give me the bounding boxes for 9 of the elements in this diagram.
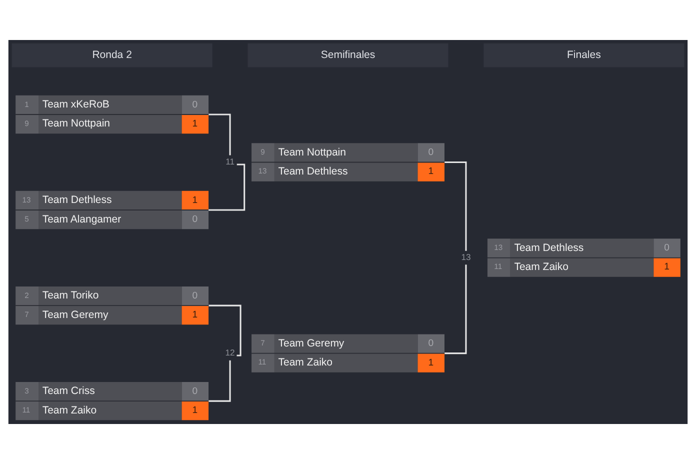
node-text: 12 bbox=[225, 347, 235, 358]
connector bbox=[208, 114, 231, 156]
connector bbox=[208, 164, 246, 211]
node-text: 11 bbox=[226, 156, 234, 166]
connector bbox=[208, 360, 231, 402]
connector bbox=[444, 162, 467, 251]
connector bbox=[444, 264, 467, 354]
node-text: 13 bbox=[461, 252, 471, 262]
connector bbox=[208, 304, 242, 356]
